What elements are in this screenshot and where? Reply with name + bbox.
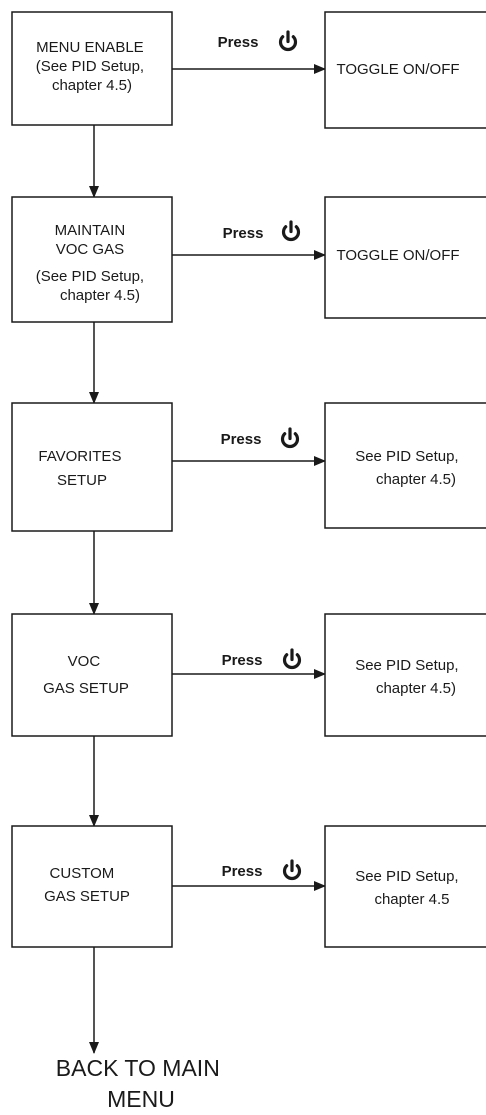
step-label: FAVORITES SETUP (38, 448, 125, 489)
result-box (324, 402, 486, 529)
result-box (324, 11, 486, 129)
power-icon (278, 30, 298, 52)
press-label: Press (222, 863, 263, 880)
step-label: CUSTOM GAS SETUP (44, 865, 130, 905)
result-box (324, 825, 486, 948)
step-box (11, 11, 173, 126)
step-box (11, 613, 173, 737)
result-label: See PID Setup, chapter 4.5) (355, 657, 463, 697)
result-label: See PID Setup, chapter 4.5) (355, 448, 463, 488)
power-icon (281, 220, 301, 242)
press-label: Press (223, 225, 264, 242)
step-menu-enable: MENU ENABLE (See PID Setup, chapter 4.5)… (11, 11, 486, 129)
power-icon (282, 648, 302, 670)
result-label: TOGGLE ON/OFF (336, 61, 459, 78)
result-box (324, 613, 486, 737)
step-box (11, 196, 173, 323)
step-box (11, 825, 173, 948)
step-maintain-voc-gas: MAINTAIN VOC GAS (See PID Setup, chapter… (11, 196, 486, 323)
step-favorites-setup: FAVORITES SETUP Press See PID Setup, cha… (11, 402, 486, 532)
step-label: VOC GAS SETUP (43, 653, 129, 697)
step-custom-gas-setup: CUSTOM GAS SETUP Press See PID Setup, ch… (11, 825, 486, 948)
result-box (324, 196, 486, 319)
result-label: See PID Setup, chapter 4.5 (355, 868, 463, 908)
step-label: MENU ENABLE (See PID Setup, chapter 4.5) (36, 39, 149, 94)
press-label: Press (221, 431, 262, 448)
press-label: Press (218, 34, 259, 51)
step-voc-gas-setup: VOC GAS SETUP Press See PID Setup, chapt… (11, 613, 486, 737)
power-icon (282, 859, 302, 881)
step-label: MAINTAIN VOC GAS (See PID Setup, chapter… (36, 222, 149, 304)
back-to-main-menu-label: BACK TO MAIN MENU (56, 1055, 226, 1112)
result-label: TOGGLE ON/OFF (336, 247, 459, 264)
power-icon (280, 427, 300, 449)
press-label: Press (222, 652, 263, 669)
step-box (11, 402, 173, 532)
